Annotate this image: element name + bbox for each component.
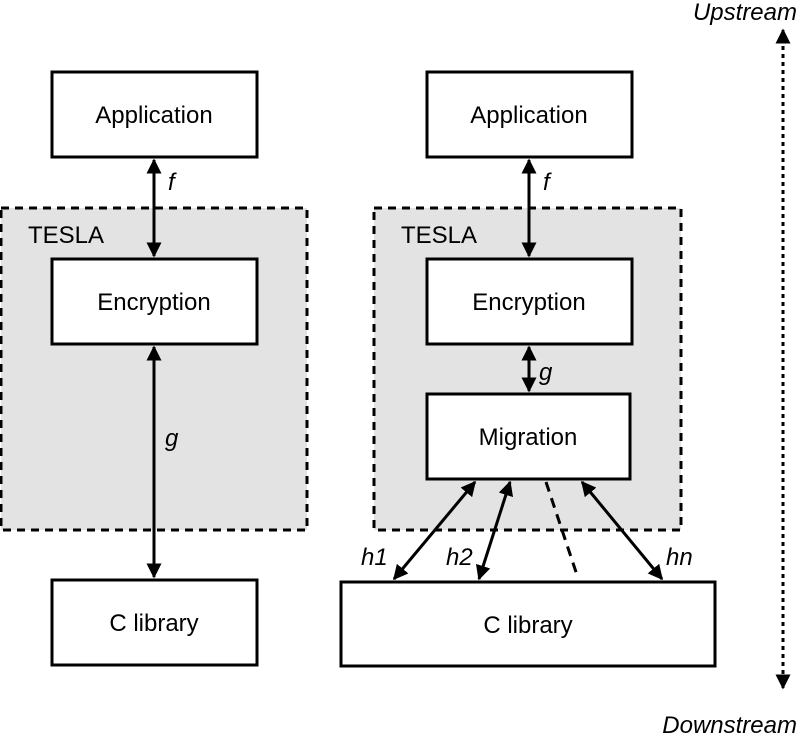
right-encryption-label: Encryption <box>472 289 585 316</box>
left-application-label: Application <box>95 102 212 129</box>
left-edge-g-label: g <box>165 425 179 452</box>
right-clibrary-label: C library <box>483 612 572 639</box>
right-edge-h2-label: h2 <box>446 544 473 571</box>
right-clibrary-box <box>339 580 717 668</box>
right-tesla-label: TESLA <box>401 222 477 249</box>
left-edge-f-label: f <box>168 169 177 196</box>
right-edge-hn-label: hn <box>666 544 693 571</box>
left-clibrary-box <box>50 578 259 667</box>
right-edge-h2 <box>475 480 514 581</box>
left-encryption-label: Encryption <box>97 289 210 316</box>
left-application-box <box>50 70 259 159</box>
right-migration-label: Migration <box>479 424 578 451</box>
right-edge-h1-label: h1 <box>361 544 388 571</box>
right-edge-h1 <box>392 480 477 581</box>
left-tesla-label: TESLA <box>28 222 104 249</box>
left-encryption-box <box>50 257 259 346</box>
right-edge-g-label: g <box>539 359 553 386</box>
upstream-label: Upstream <box>693 0 797 26</box>
right-application-label: Application <box>470 102 587 129</box>
right-application-box <box>425 70 634 159</box>
left-clibrary-label: C library <box>109 610 198 637</box>
downstream-label: Downstream <box>662 712 797 739</box>
right-migration-box <box>425 392 632 481</box>
right-edge-f-label: f <box>543 169 552 196</box>
right-edge-hn <box>580 480 664 581</box>
right-encryption-box <box>425 257 634 346</box>
